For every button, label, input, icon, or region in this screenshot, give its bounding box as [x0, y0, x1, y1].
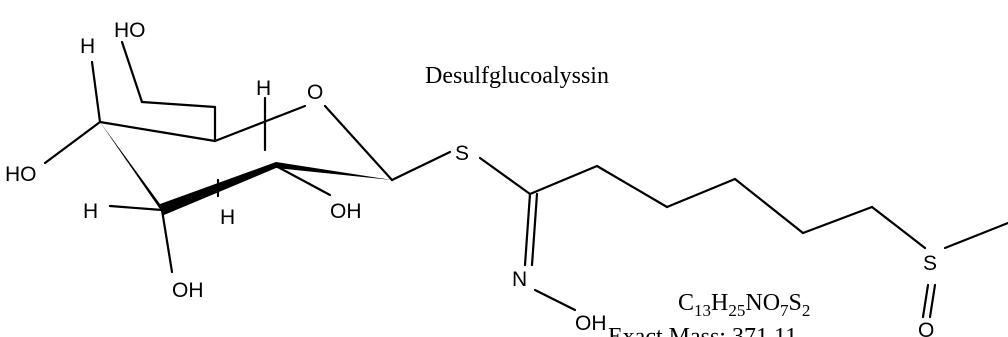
bond-c6-oh [120, 40, 144, 104]
atom-label-o-sulfinyl: O [918, 319, 934, 337]
formula-h: H [711, 290, 728, 316]
exact-mass: Exact Mass: 371.11 [608, 324, 797, 337]
atom-label-h-left: H [83, 200, 98, 223]
atom-label-oh-oxime: OH [575, 312, 607, 335]
formula-h-count: 25 [728, 301, 745, 320]
formula-o: O [763, 290, 780, 316]
atom-label-ho-left: HO [5, 163, 37, 186]
bond-chain-3 [665, 177, 737, 209]
compound-name: Desulfglucoalyssin [425, 63, 609, 89]
bond-n-o [533, 288, 577, 312]
bond-c3-oh [160, 208, 174, 274]
sugar-substituent-bonds [43, 40, 332, 274]
side-chain-bonds [390, 150, 1008, 319]
bond-c3-h [108, 204, 164, 212]
atom-label-h-top: H [80, 35, 95, 58]
bond-c1-s [390, 150, 452, 182]
atom-label-s-thio: S [455, 142, 469, 165]
bond-c4-c3-wedge [100, 122, 164, 215]
molecular-formula: C13H25NO7S2 [678, 290, 810, 320]
bond-c4-oh [43, 120, 102, 165]
bond-ch2-c6 [140, 100, 217, 109]
formula-o-count: 7 [780, 301, 789, 320]
atom-label-n-oxime: N [512, 268, 527, 291]
bond-chain-5 [801, 205, 874, 235]
atom-labels: HO H H O HO H H OH OH S N OH S O [5, 19, 937, 337]
atom-label-o-ring: O [307, 81, 323, 104]
bond-s-o-b [928, 283, 937, 319]
bond-c2-oh [274, 164, 332, 197]
formula-c: C [678, 290, 694, 316]
atom-label-oh-right: OH [330, 200, 362, 223]
sugar-ring-bonds [98, 104, 394, 215]
bond-chain-1 [528, 164, 599, 196]
bond-chain-2 [595, 164, 669, 209]
bond-chain-4 [733, 177, 805, 235]
bond-c-n-a [523, 192, 532, 267]
bond-o-c1 [323, 104, 394, 182]
atom-label-s-sulfinyl: S [923, 252, 937, 275]
atom-label-h-ring-top: H [256, 77, 271, 100]
bond-s-o-a [921, 283, 930, 319]
bond-s-c [478, 156, 532, 196]
bond-chain-6 [870, 205, 927, 250]
bond-c1-c2-wedge [276, 162, 392, 180]
formula-s: S [789, 290, 802, 316]
bond-c4-c5 [98, 120, 217, 143]
formula-n: N [745, 290, 762, 316]
bond-c-n-b [530, 192, 539, 267]
bond-c5-o [213, 104, 307, 143]
formula-c-count: 13 [694, 301, 711, 320]
bond-c4-h [90, 60, 102, 124]
atom-label-h-bottom: H [220, 206, 235, 229]
formula-s-count: 2 [802, 301, 811, 320]
atom-label-oh-bottom: OH [172, 279, 204, 302]
atom-label-ho-top: HO [114, 19, 146, 42]
bond-s-ch3 [943, 221, 1008, 250]
